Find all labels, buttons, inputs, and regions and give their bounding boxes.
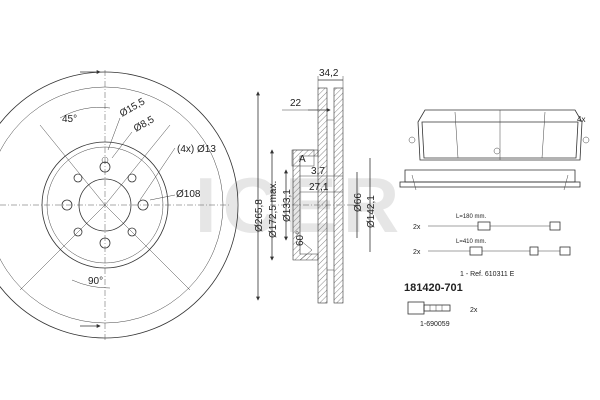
thickness-34-2-label: 34,2 bbox=[319, 68, 339, 79]
sensor-2-length: L=410 mm. bbox=[456, 239, 487, 245]
wear-sensor-short: 2x L=180 mm. bbox=[413, 214, 561, 231]
angle-90-label: 90° bbox=[88, 276, 103, 287]
reference-note: 1 - Ref. 610311 E bbox=[460, 271, 515, 278]
dim-27-1-label: 27,1 bbox=[309, 182, 329, 193]
disc-section-view: 34,2 22 A 3,7 27,1 Ø265,8 Ø172,5 max. Ø1… bbox=[254, 68, 377, 304]
holes-4x13-label: (4x) Ø13 bbox=[177, 144, 216, 155]
hole-8-5-label: Ø8,5 bbox=[132, 114, 157, 135]
wear-sensor-long: 2x L=410 mm. bbox=[413, 239, 571, 256]
sensor-1-length: L=180 mm. bbox=[456, 214, 487, 220]
bolt-holes bbox=[61, 156, 149, 249]
pads-qty-label: 4x bbox=[577, 115, 585, 124]
sensor-1-qty: 2x bbox=[413, 224, 421, 231]
part-number: 181420-701 bbox=[404, 282, 463, 294]
bolt-qty: 2x bbox=[470, 307, 478, 314]
pcd-108-label: Ø108 bbox=[176, 189, 201, 200]
dim-3-7-label: 3,7 bbox=[311, 166, 325, 177]
dia-142-1-label: Ø142,1 bbox=[366, 195, 377, 228]
angle-60-label: 60° bbox=[295, 231, 306, 246]
dia-66-label: Ø66 bbox=[353, 193, 364, 212]
brake-pads: 4x 2x L=180 mm. 2x L=410 mm. 1 - Ref. 61… bbox=[399, 109, 590, 278]
dia-133-1-label: Ø133,1 bbox=[282, 189, 293, 222]
hole-15-5-label: Ø15,5 bbox=[118, 96, 147, 119]
dia-265-8-label: Ø265,8 bbox=[254, 199, 265, 232]
angle-45-label: 45° bbox=[62, 114, 77, 125]
kit-info: 181420-701 2x 1-690059 bbox=[404, 282, 478, 328]
label-A: A bbox=[299, 154, 306, 165]
sensor-2-qty: 2x bbox=[413, 249, 421, 256]
dia-172-5-label: Ø172,5 max. bbox=[268, 181, 279, 238]
disc-front-view: 45° Ø15,5 Ø8,5 (4x) Ø13 Ø108 90° bbox=[0, 70, 239, 340]
bolt-drawing bbox=[407, 301, 451, 315]
bolt-reference: 1-690059 bbox=[420, 321, 450, 328]
dim-22-label: 22 bbox=[290, 98, 302, 109]
